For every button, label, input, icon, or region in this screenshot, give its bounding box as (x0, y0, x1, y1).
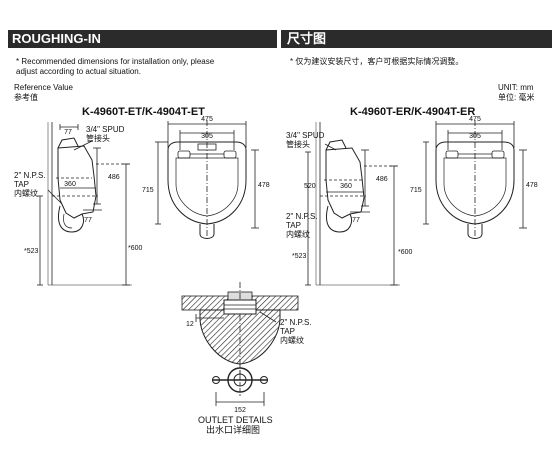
dim-600-right: *600 (398, 249, 413, 256)
unit-zh: 单位: 毫米 (498, 93, 535, 102)
outlet-details-en: OUTLET DETAILS (198, 415, 273, 425)
section-title-zh: 尺寸图 (281, 30, 552, 48)
unit-en: UNIT: mm (498, 83, 534, 92)
note-en-line2: adjust according to actual situation. (16, 67, 141, 76)
model-right: K-4960T-ER/K-4904T-ER (350, 106, 476, 118)
tap-label-en1-right: 2" N.P.S. (286, 212, 318, 221)
spud-label-en-left: 3/4" SPUD (86, 125, 125, 134)
outlet-section-view (181, 282, 299, 380)
dim-360: 360 (64, 181, 76, 188)
tap-label-zh-outlet: 内螺纹 (280, 336, 304, 345)
tap-label-en1-outlet: 2" N.P.S. (280, 318, 312, 327)
dim-152: 152 (234, 407, 246, 414)
dim-305-right: 305 (469, 133, 481, 140)
dim-360-right: 360 (340, 183, 352, 190)
dim-77-top: 77 (64, 129, 72, 136)
dim-486: 486 (108, 174, 120, 181)
dim-486-right: 486 (376, 176, 388, 183)
tap-label-en1-left: 2" N.P.S. (14, 171, 46, 180)
spud-label-zh-left: 管接头 (86, 134, 110, 143)
reference-zh: 参考值 (14, 93, 38, 102)
dim-600: *600 (128, 245, 143, 252)
note-en-line1: * Recommended dimensions for installatio… (16, 57, 215, 66)
reference-en: Reference Value (14, 83, 73, 92)
left-front-view (155, 120, 259, 240)
dim-475: 475 (201, 116, 213, 123)
tap-label-zh-left: 内螺纹 (14, 189, 38, 198)
spud-label-zh-right: 管接头 (286, 140, 310, 149)
right-side-view (305, 122, 400, 286)
dim-520: 520 (304, 183, 316, 190)
dim-12: 12 (186, 321, 194, 328)
model-left: K-4960T-ET/K-4904T-ET (82, 106, 205, 118)
tap-label-zh-right: 内螺纹 (286, 230, 310, 239)
right-front-view (423, 120, 527, 240)
tap-label-en2-left: TAP (14, 180, 29, 189)
dim-77-right: 77 (352, 217, 360, 224)
section-title-en: ROUGHING-IN (8, 30, 277, 48)
dim-715-right: 715 (410, 187, 422, 194)
tap-label-en2-outlet: TAP (280, 327, 295, 336)
outlet-plan-view (212, 364, 268, 406)
dim-478-right: 478 (526, 182, 538, 189)
left-side-view (37, 122, 132, 286)
dim-523-right: *523 (292, 253, 307, 260)
outlet-details-zh: 出水口详细图 (206, 425, 261, 435)
dim-715: 715 (142, 187, 154, 194)
tap-label-en2-right: TAP (286, 221, 301, 230)
dim-77-bottom: 77 (84, 217, 92, 224)
dim-305: 305 (201, 133, 213, 140)
dim-478: 478 (258, 182, 270, 189)
spud-label-en-right: 3/4" SPUD (286, 131, 325, 140)
dim-523: *523 (24, 248, 39, 255)
note-zh: * 仅为建议安装尺寸，客户可根据实际情况调整。 (290, 57, 464, 66)
dim-475-right: 475 (469, 116, 481, 123)
